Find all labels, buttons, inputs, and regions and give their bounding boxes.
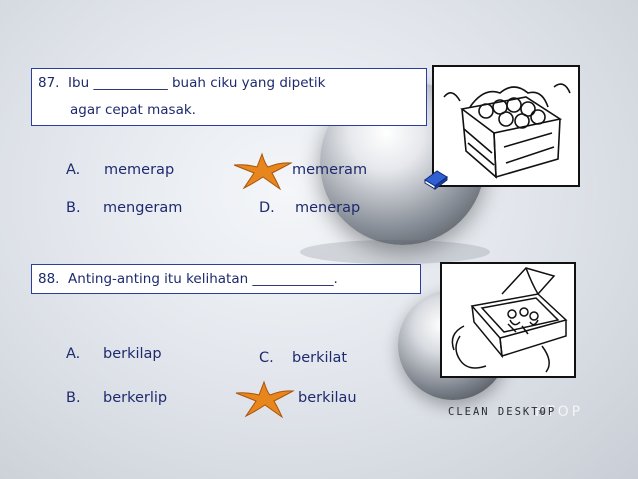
question-87-box: 87. Ibu ___________ buah ciku yang dipet… — [31, 68, 427, 126]
q87-option-b-text: mengeram — [103, 200, 183, 216]
q87-option-b-letter: B. — [66, 200, 81, 216]
question-87-line2: agar cepat masak. — [70, 102, 196, 118]
q88-option-b-text: berkerlip — [103, 390, 168, 406]
q87-option-c-text: memeram — [292, 162, 368, 178]
book-icon — [423, 168, 449, 194]
earring-box-illustration — [440, 262, 576, 378]
q87-option-d-letter: D. — [259, 200, 275, 216]
sphere-shadow — [300, 240, 490, 264]
q88-option-a-letter: A. — [66, 346, 81, 362]
q88-option-c-letter: C. — [259, 350, 274, 366]
starfish-icon — [234, 378, 296, 422]
question-88-box: 88. Anting-anting itu kelihatan ________… — [31, 264, 421, 294]
question-88-line1: 88. Anting-anting itu kelihatan ________… — [38, 271, 338, 287]
logo-trademark: TM — [538, 410, 544, 415]
q87-option-a-letter: A. — [66, 162, 81, 178]
q88-option-d-text: berkilau — [298, 390, 357, 406]
logo-ghost-text: KTOP — [535, 404, 584, 420]
q88-option-c-text: berkilat — [292, 350, 348, 366]
q87-option-a-text: memerap — [104, 162, 175, 178]
starfish-icon — [232, 150, 294, 194]
fruit-basket-illustration — [432, 65, 580, 187]
q88-option-b-letter: B. — [66, 390, 81, 406]
q88-option-a-text: berkilap — [103, 346, 162, 362]
question-87-line1: 87. Ibu ___________ buah ciku yang dipet… — [38, 75, 326, 91]
q87-option-d-text: menerap — [295, 200, 361, 216]
clean-desktop-logo: CLEAN DESKTOP — [448, 406, 557, 418]
